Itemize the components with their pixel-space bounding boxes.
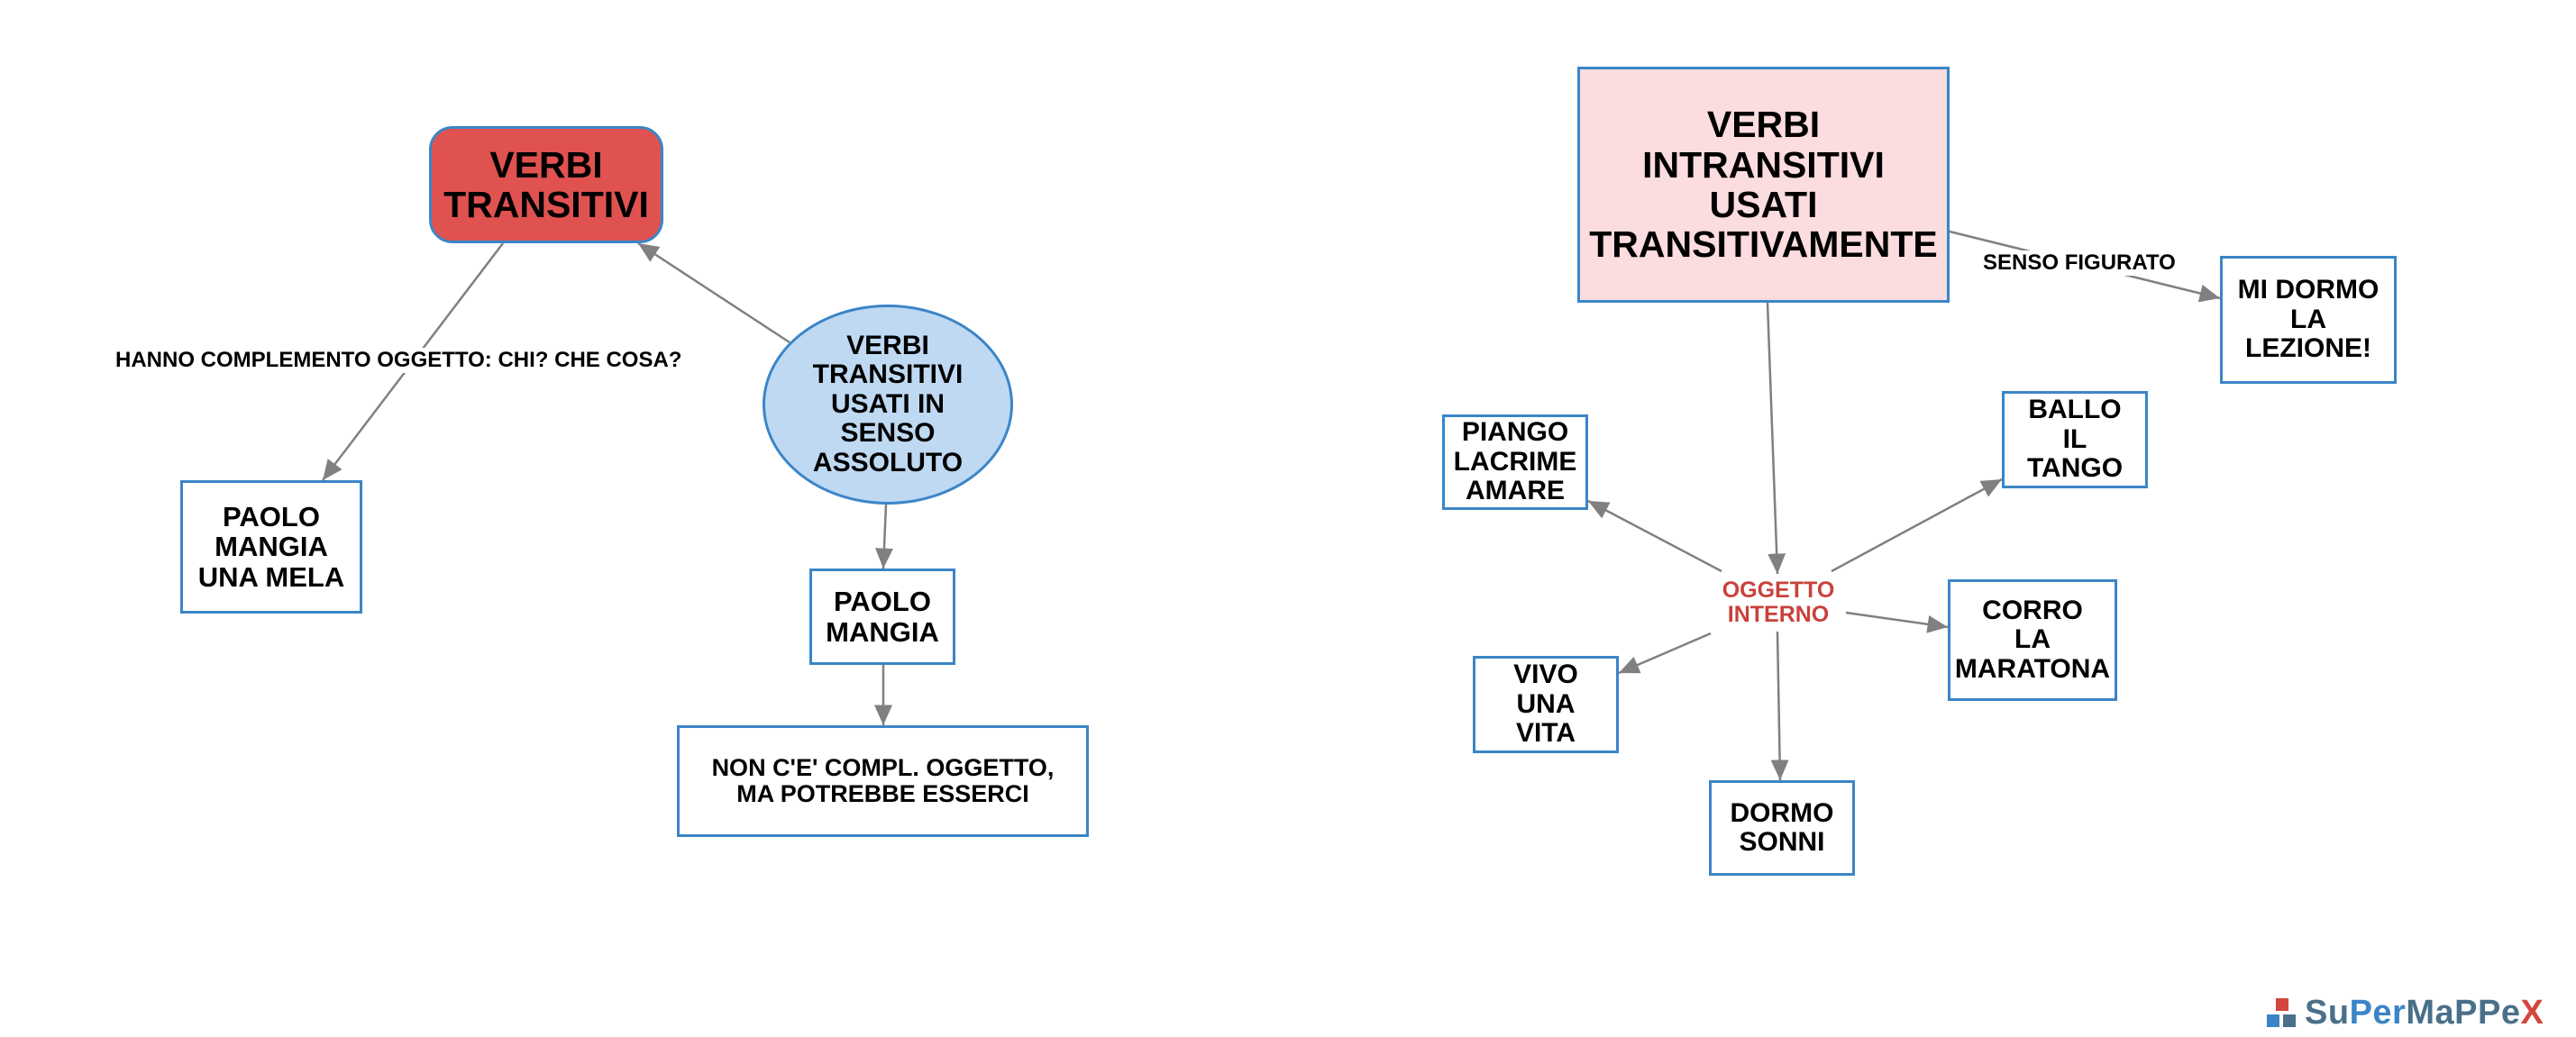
edge-oggetto-interno-to-dormo [1770,631,1789,781]
node-verbi-intransitivi-transitivamente[interactable]: VERBI INTRANSITIVI USATI TRANSITIVAMENTE [1577,67,1950,303]
logo-text-mappe: MaPPe [2406,994,2521,1032]
node-verbi-transitivi-senso-assoluto[interactable]: VERBI TRANSITIVI USATI IN SENSO ASSOLUTO [763,305,1013,505]
edge-assoluto-to-paolo-mangia [874,504,893,569]
logo-square-red [2276,997,2288,1011]
node-verbi-transitivi[interactable]: VERBI TRANSITIVI [429,126,663,243]
node-paolo-mangia[interactable]: PAOLO MANGIA [809,569,955,665]
logo-text-su: Su [2305,994,2350,1032]
supermappex-logo: Su Per MaPPe X [2267,994,2544,1032]
node-vivo-una-vita[interactable]: VIVO UNA VITA [1473,656,1619,753]
node-piango-lacrime-amare[interactable]: PIANGO LACRIME AMARE [1442,414,1588,510]
node-paolo-mangia-una-mela[interactable]: PAOLO MANGIA UNA MELA [180,480,362,614]
supermappex-logo-icon [2267,997,2297,1029]
node-ballo-il-tango[interactable]: BALLO IL TANGO [2002,391,2148,488]
edge-assoluto-to-transitivi [637,241,790,344]
logo-square-blue [2267,1014,2279,1027]
edge-oggetto-interno-to-ballo [1831,478,2003,573]
edge-oggetto-interno-to-piango [1587,499,1722,573]
node-corro-la-maratona[interactable]: CORRO LA MARATONA [1948,579,2117,701]
edge-oggetto-interno-to-corro [1845,611,1949,633]
logo-square-dark [2283,1014,2296,1027]
node-dormo-sonni[interactable]: DORMO SONNI [1709,780,1855,876]
edge-label-complemento-oggetto: HANNO COMPLEMENTO OGGETTO: CHI? CHE COSA… [112,348,686,373]
logo-text-per: Per [2349,994,2407,1032]
node-mi-dormo-la-lezione[interactable]: MI DORMO LA LEZIONE! [2220,256,2397,384]
edge-label-senso-figurato: SENSO FIGURATO [1979,250,2179,276]
node-non-ce-compl-oggetto[interactable]: NON C'E' COMPL. OGGETTO, MA POTREBBE ESS… [677,725,1089,837]
logo-text-x: X [2520,994,2544,1032]
node-oggetto-interno[interactable]: OGGETTO INTERNO [1722,578,1835,627]
edge-intransitivi-to-oggetto-interno [1766,302,1786,575]
edge-oggetto-interno-to-vivo [1618,632,1712,675]
